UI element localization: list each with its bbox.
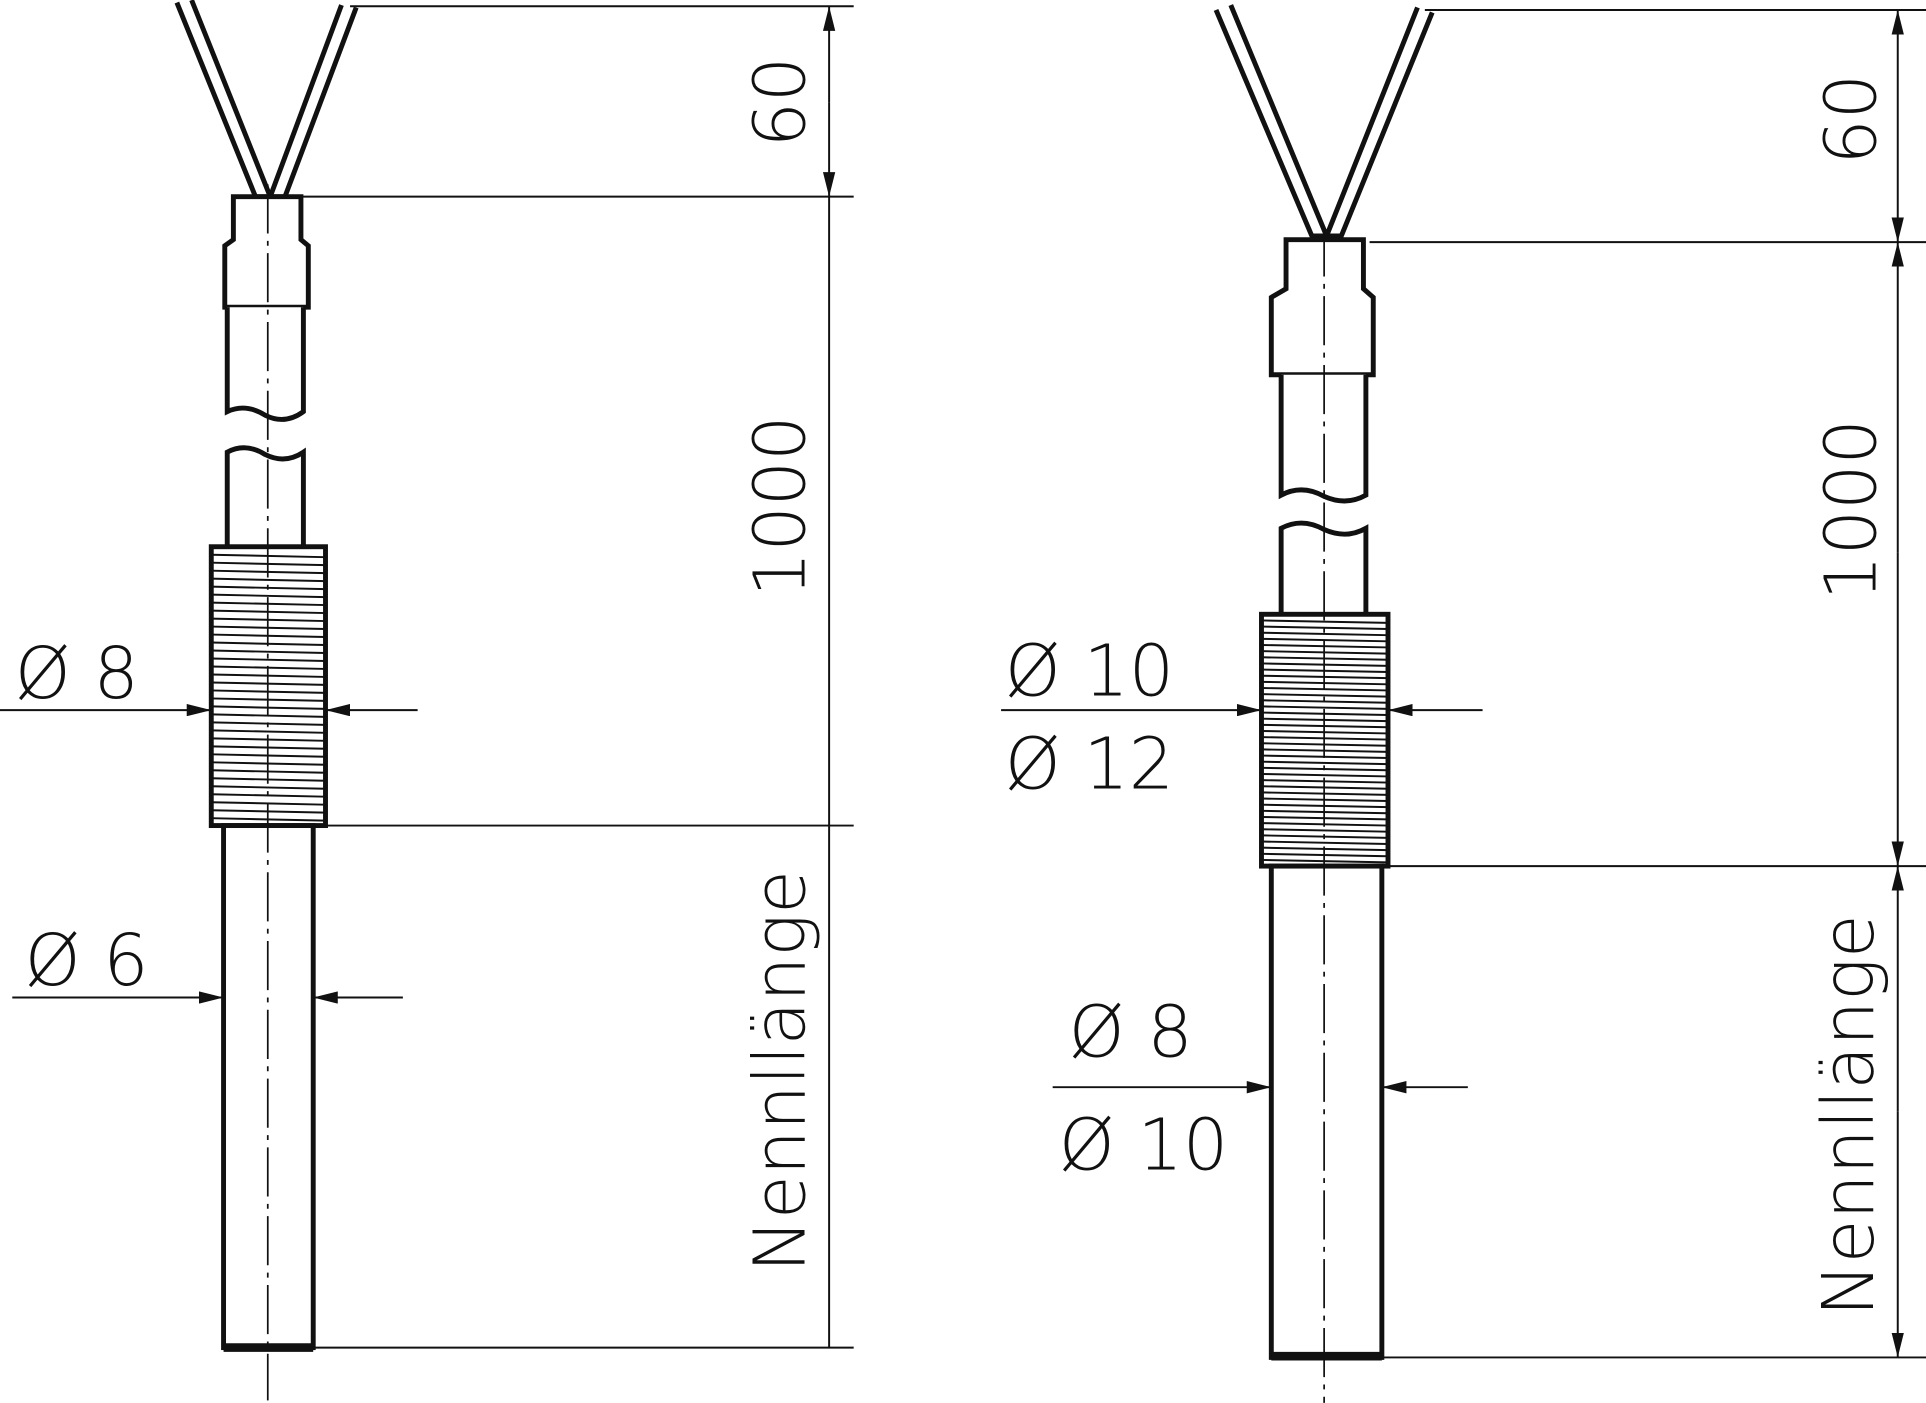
thread-line (211, 785, 326, 790)
thread-line (211, 649, 326, 654)
left-cable-lower (224, 445, 306, 547)
thread-line (211, 657, 326, 662)
right-dia-thread-b: Ø 12 (1005, 723, 1174, 806)
thread-line (211, 577, 326, 583)
left-dia-thread: Ø 8 (15, 632, 139, 715)
right-dimensions (1001, 8, 1926, 1359)
right-dia-sheath-a: Ø 8 (1069, 990, 1193, 1073)
left-dimensions (0, 5, 854, 1349)
thread-line (211, 729, 326, 734)
left-heater-drawing: 60 1000 Nennllänge Ø 8 Ø 6 (0, 0, 854, 1401)
left-dia-sheath: Ø 6 (25, 919, 149, 1002)
right-dia-thread-a: Ø 10 (1005, 629, 1174, 712)
left-connector (222, 194, 311, 310)
thread-line (211, 713, 326, 718)
thread-line (211, 593, 326, 599)
right-dim-1000: 1000 (1810, 419, 1893, 600)
right-connector (1268, 237, 1376, 378)
right-wires (1213, 4, 1435, 239)
left-dim-1000: 1000 (739, 416, 822, 597)
thread-line (1261, 760, 1389, 766)
thread-line (1261, 828, 1389, 833)
thread-line (1261, 693, 1389, 698)
left-wires (174, 0, 359, 200)
right-dia-sheath-b: Ø 10 (1059, 1103, 1228, 1186)
left-cable-upper (224, 307, 306, 422)
thread-line (1261, 772, 1389, 778)
left-dim-60: 60 (739, 57, 822, 148)
right-sheath (1268, 863, 1385, 1360)
right-heater-drawing: 60 1000 Nennllänge Ø 10 Ø 12 Ø 8 Ø 10 (1001, 4, 1926, 1403)
left-dim-nominal-length: Nennllänge (739, 870, 822, 1272)
thread-line (1261, 631, 1389, 637)
thread-line (1261, 705, 1389, 710)
right-dim-60: 60 (1810, 74, 1893, 165)
thread-line (1261, 840, 1389, 845)
right-dim-nominal-length: Nennllänge (1807, 914, 1890, 1316)
thread-line (1261, 619, 1389, 624)
